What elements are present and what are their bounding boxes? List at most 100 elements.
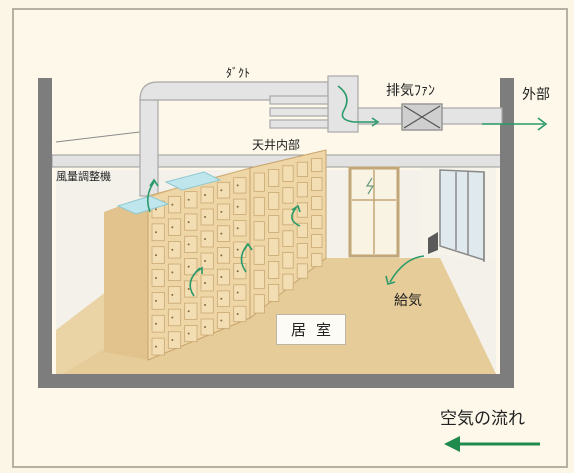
locker-knob bbox=[155, 322, 157, 325]
locker-knob bbox=[204, 282, 206, 284]
locker-drawer bbox=[151, 292, 165, 310]
locker-drawer bbox=[184, 191, 198, 209]
locker-knob bbox=[187, 310, 190, 313]
locker-drawer bbox=[282, 252, 294, 269]
locker-drawer bbox=[200, 208, 214, 226]
locker-drawer bbox=[216, 181, 231, 199]
label-air-supply: 給気 bbox=[394, 293, 422, 309]
locker-drawer bbox=[311, 215, 323, 230]
locker-knob bbox=[171, 293, 174, 296]
label-exhaust-fan: 排気ﾌｧﾝ bbox=[386, 83, 435, 99]
locker-knob bbox=[171, 339, 174, 342]
locker-drawer bbox=[167, 331, 182, 349]
right-wall bbox=[500, 78, 514, 378]
locker-drawer bbox=[151, 246, 165, 264]
locker-knob bbox=[220, 210, 223, 213]
locker-drawer bbox=[267, 237, 280, 256]
locker-drawer bbox=[167, 218, 182, 236]
locker-knob bbox=[155, 277, 157, 279]
locker-drawer bbox=[184, 235, 198, 253]
locker-knob bbox=[171, 316, 174, 319]
locker-drawer bbox=[267, 168, 280, 187]
label-room: 居室 bbox=[276, 314, 347, 345]
locker-drawer bbox=[151, 337, 165, 356]
door-glass-mark bbox=[365, 177, 375, 195]
regulator-cap-2 bbox=[164, 171, 222, 191]
locker-knob bbox=[171, 248, 174, 251]
locker-drawer bbox=[282, 165, 294, 182]
airflow-arrow-icon bbox=[146, 85, 548, 297]
locker-drawer bbox=[184, 324, 198, 343]
locker-knob bbox=[187, 287, 190, 290]
fan-x-icon bbox=[401, 103, 443, 131]
attic-line bbox=[55, 131, 141, 143]
supply-vent bbox=[428, 232, 438, 254]
locker-drawer bbox=[216, 312, 231, 329]
locker-drawer bbox=[184, 258, 198, 276]
locker-knob bbox=[220, 189, 223, 192]
locker-knob bbox=[187, 221, 190, 224]
locker-knob bbox=[187, 332, 190, 335]
locker-drawer bbox=[167, 286, 182, 304]
locker-drawer bbox=[216, 225, 231, 242]
locker-knob bbox=[236, 184, 239, 187]
locker-knob bbox=[155, 345, 157, 348]
locker-drawer bbox=[267, 260, 280, 279]
locker-drawer bbox=[216, 268, 231, 286]
locker-drawer bbox=[233, 198, 247, 215]
locker-drawer bbox=[311, 196, 323, 211]
left-wall bbox=[38, 78, 52, 378]
locker-drawer bbox=[184, 213, 198, 231]
regulator-cap-1 bbox=[116, 195, 170, 215]
locker-drawer bbox=[167, 263, 182, 282]
locker-drawer bbox=[200, 274, 214, 292]
locker-knob bbox=[220, 319, 223, 322]
locker-knob bbox=[220, 297, 223, 300]
locker-drawer bbox=[267, 214, 280, 233]
locker-drawer bbox=[267, 191, 280, 210]
locker-knob bbox=[204, 326, 206, 328]
locker-drawer bbox=[296, 263, 309, 279]
locker-drawer bbox=[253, 172, 265, 192]
locker-drawer bbox=[216, 290, 231, 308]
locker-knob bbox=[220, 232, 223, 235]
locker-drawer bbox=[296, 243, 309, 259]
locker-knob bbox=[204, 304, 206, 306]
locker-drawer bbox=[200, 318, 214, 336]
locker-drawer bbox=[296, 161, 309, 177]
locker-drawer bbox=[216, 203, 231, 221]
locker-drawer bbox=[282, 187, 294, 204]
label-outside: 外部 bbox=[522, 87, 550, 103]
locker-knob bbox=[187, 198, 190, 201]
locker-knob bbox=[155, 254, 157, 257]
locker-knob bbox=[155, 231, 157, 234]
locker-drawer bbox=[216, 247, 231, 264]
label-duct: ﾀﾞｸﾄ bbox=[226, 66, 251, 80]
locker-knob bbox=[187, 265, 190, 268]
locker-drawer bbox=[253, 245, 265, 265]
locker-knob bbox=[171, 203, 174, 206]
locker-drawer bbox=[296, 182, 309, 198]
locker-knob bbox=[171, 271, 174, 274]
locker-drawer bbox=[233, 284, 247, 301]
locker-knob bbox=[236, 312, 239, 315]
locker-drawer bbox=[253, 221, 265, 241]
locker-knob bbox=[187, 243, 190, 246]
locker-drawer bbox=[167, 308, 182, 327]
locker-drawer bbox=[233, 220, 247, 237]
locker-drawer bbox=[200, 230, 214, 248]
locker-drawer bbox=[311, 158, 323, 173]
locker-drawer bbox=[253, 269, 265, 290]
label-airflow-legend: 空気の流れ bbox=[440, 409, 525, 429]
locker-knob bbox=[204, 216, 206, 218]
locker-knob bbox=[155, 208, 157, 211]
locker-drawer bbox=[282, 273, 294, 291]
locker-knob bbox=[220, 254, 223, 257]
locker-drawer bbox=[233, 177, 247, 194]
window bbox=[439, 169, 485, 262]
locker-knob bbox=[236, 291, 239, 294]
locker-drawer bbox=[167, 241, 182, 259]
locker-drawer bbox=[311, 234, 323, 249]
locker-drawer bbox=[151, 269, 165, 287]
locker-drawer bbox=[200, 252, 214, 270]
